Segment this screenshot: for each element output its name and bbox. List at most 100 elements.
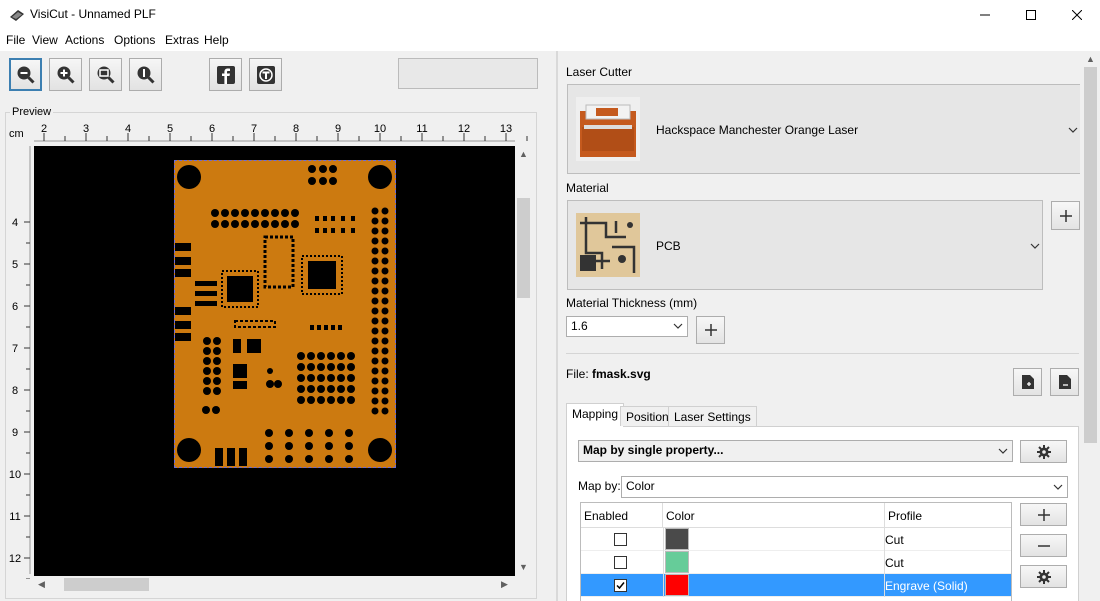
ruler-x-label: 6 xyxy=(209,123,215,135)
remove-mapping-button[interactable] xyxy=(1020,534,1067,557)
preview-horizontal-scrollbar[interactable]: ◀ ▶ xyxy=(34,576,515,593)
scroll-left-icon[interactable]: ◀ xyxy=(38,579,45,589)
preview-vertical-scroll-thumb[interactable] xyxy=(517,198,530,298)
tab-mapping[interactable]: Mapping xyxy=(566,403,625,427)
menu-options[interactable]: Options xyxy=(114,33,156,47)
plus-icon xyxy=(1037,508,1050,521)
tab-laser-settings[interactable]: Laser Settings xyxy=(668,406,757,426)
profile-cell[interactable]: Engrave (Solid) xyxy=(885,579,968,593)
plus-icon xyxy=(1059,209,1072,222)
enabled-checkbox[interactable] xyxy=(614,579,627,592)
material-label: Material xyxy=(566,181,609,195)
material-thickness-select[interactable]: 1.6 xyxy=(566,316,688,337)
column-header-enabled[interactable]: Enabled xyxy=(581,503,663,528)
enabled-checkbox[interactable] xyxy=(614,556,627,569)
material-select[interactable]: PCB xyxy=(567,200,1043,290)
ruler-y-label: 6 xyxy=(12,301,18,313)
ruler-y-label: 5 xyxy=(12,259,18,271)
table-row[interactable]: Cut xyxy=(581,551,1011,574)
zoom-in-button[interactable] xyxy=(49,58,82,91)
new-file-icon xyxy=(1021,375,1034,389)
scroll-up-icon[interactable]: ▲ xyxy=(519,149,528,159)
close-button[interactable] xyxy=(1054,0,1100,30)
thingiverse-icon xyxy=(256,65,275,84)
add-material-button[interactable] xyxy=(1051,201,1080,230)
new-file-button[interactable] xyxy=(1013,368,1042,396)
mapping-mode-select[interactable]: Map by single property... xyxy=(578,440,1013,462)
column-separator xyxy=(663,528,664,551)
chevron-down-icon xyxy=(1068,127,1078,133)
enabled-checkbox[interactable] xyxy=(614,533,627,546)
zoom-fit-icon xyxy=(97,66,115,84)
right-pane-scrollbar[interactable]: ▲ xyxy=(1080,51,1100,601)
preview-canvas[interactable] xyxy=(34,146,515,576)
ruler-x-label: 2 xyxy=(41,123,47,135)
right-pane-scroll-thumb[interactable] xyxy=(1084,67,1097,443)
split-pane-divider[interactable] xyxy=(556,51,558,601)
remove-file-button[interactable] xyxy=(1050,368,1079,396)
ruler-x-label: 8 xyxy=(293,123,299,135)
color-swatch xyxy=(665,574,689,596)
preview-vertical-scrollbar[interactable]: ▲ ▼ xyxy=(515,146,532,576)
table-row[interactable]: Cut xyxy=(581,528,1011,551)
map-by-select[interactable]: Color xyxy=(621,476,1068,498)
material-thickness-label: Material Thickness (mm) xyxy=(566,296,698,310)
scroll-right-icon[interactable]: ▶ xyxy=(501,579,508,589)
add-thickness-button[interactable] xyxy=(696,316,725,344)
laser-cutter-select[interactable]: Hackspace Manchester Orange Laser xyxy=(567,84,1081,174)
ruler-unit-label: cm xyxy=(9,128,24,140)
ruler-y-label: 8 xyxy=(12,385,18,397)
scroll-up-icon[interactable]: ▲ xyxy=(1086,54,1095,64)
maximize-icon xyxy=(1026,10,1036,20)
ruler-y-label: 9 xyxy=(12,427,18,439)
column-header-color[interactable]: Color xyxy=(663,503,885,528)
menu-file[interactable]: File xyxy=(6,33,26,47)
ruler-x-label: 12 xyxy=(458,123,470,135)
title-bar: VisiCut - Unnamed PLF xyxy=(0,0,1100,30)
ruler-y-label: 12 xyxy=(9,553,21,565)
profile-cell[interactable]: Cut xyxy=(885,533,904,547)
scroll-down-icon[interactable]: ▼ xyxy=(519,562,528,572)
column-separator xyxy=(884,528,885,551)
column-separator xyxy=(663,551,664,574)
remove-file-icon xyxy=(1058,375,1071,389)
facebook-button[interactable] xyxy=(209,58,242,91)
gear-icon xyxy=(1036,569,1051,584)
edit-profile-button[interactable] xyxy=(1020,565,1067,588)
ruler-y-label: 7 xyxy=(12,343,18,355)
chevron-down-icon xyxy=(1053,484,1063,490)
table-row[interactable]: Engrave (Solid) xyxy=(581,574,1011,597)
maximize-button[interactable] xyxy=(1008,0,1054,30)
preview-horizontal-scroll-thumb[interactable] xyxy=(64,578,149,591)
pcb-artwork[interactable] xyxy=(174,160,396,468)
ruler-x-label: 9 xyxy=(335,123,341,135)
material-thumbnail xyxy=(576,213,640,277)
gear-icon xyxy=(1036,444,1051,459)
thingiverse-button[interactable] xyxy=(249,58,282,91)
ruler-y-label: 10 xyxy=(9,469,21,481)
menu-bar: File View Actions Options Extras Help xyxy=(0,30,1100,51)
menu-extras[interactable]: Extras xyxy=(165,33,200,47)
laser-cutter-label: Laser Cutter xyxy=(566,65,633,79)
zoom-actual-size-button[interactable] xyxy=(129,58,162,91)
add-mapping-button[interactable] xyxy=(1020,503,1067,526)
tab-position[interactable]: Position xyxy=(620,406,675,426)
ruler-y-label: 11 xyxy=(9,511,20,523)
close-icon xyxy=(1072,10,1082,20)
minimize-button[interactable] xyxy=(962,0,1008,30)
ruler-x-label: 13 xyxy=(500,123,512,135)
zoom-out-button[interactable] xyxy=(9,58,42,91)
menu-actions[interactable]: Actions xyxy=(65,33,105,47)
column-separator xyxy=(663,574,664,597)
zoom-fit-button[interactable] xyxy=(89,58,122,91)
profile-cell[interactable]: Cut xyxy=(885,556,904,570)
toolbar-search-field[interactable] xyxy=(398,58,538,89)
column-header-profile[interactable]: Profile xyxy=(885,503,1011,528)
check-icon xyxy=(616,582,625,590)
material-thickness-value: 1.6 xyxy=(571,319,588,333)
ruler-x-label: 4 xyxy=(125,123,131,135)
menu-view[interactable]: View xyxy=(32,33,58,47)
mapping-settings-button[interactable] xyxy=(1020,440,1067,463)
section-separator xyxy=(566,353,1079,354)
menu-help[interactable]: Help xyxy=(204,33,229,47)
